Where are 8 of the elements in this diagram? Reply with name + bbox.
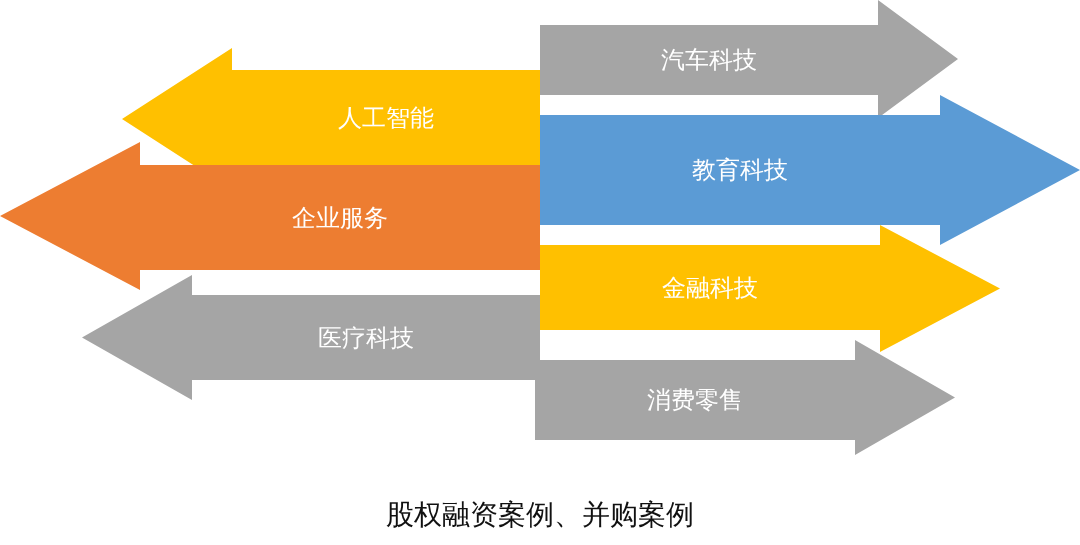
arrow-label: 金融科技 <box>662 272 758 304</box>
arrow-label: 汽车科技 <box>661 45 757 76</box>
arrow-label: 消费零售 <box>647 385 743 416</box>
arrow-label: 医疗科技 <box>318 322 414 354</box>
caption: 股权融资案例、并购案例 <box>386 497 694 533</box>
arrow-label: 人工智能 <box>338 102 434 134</box>
arrow-label: 企业服务 <box>292 202 388 234</box>
arrow-label: 教育科技 <box>692 155 788 186</box>
